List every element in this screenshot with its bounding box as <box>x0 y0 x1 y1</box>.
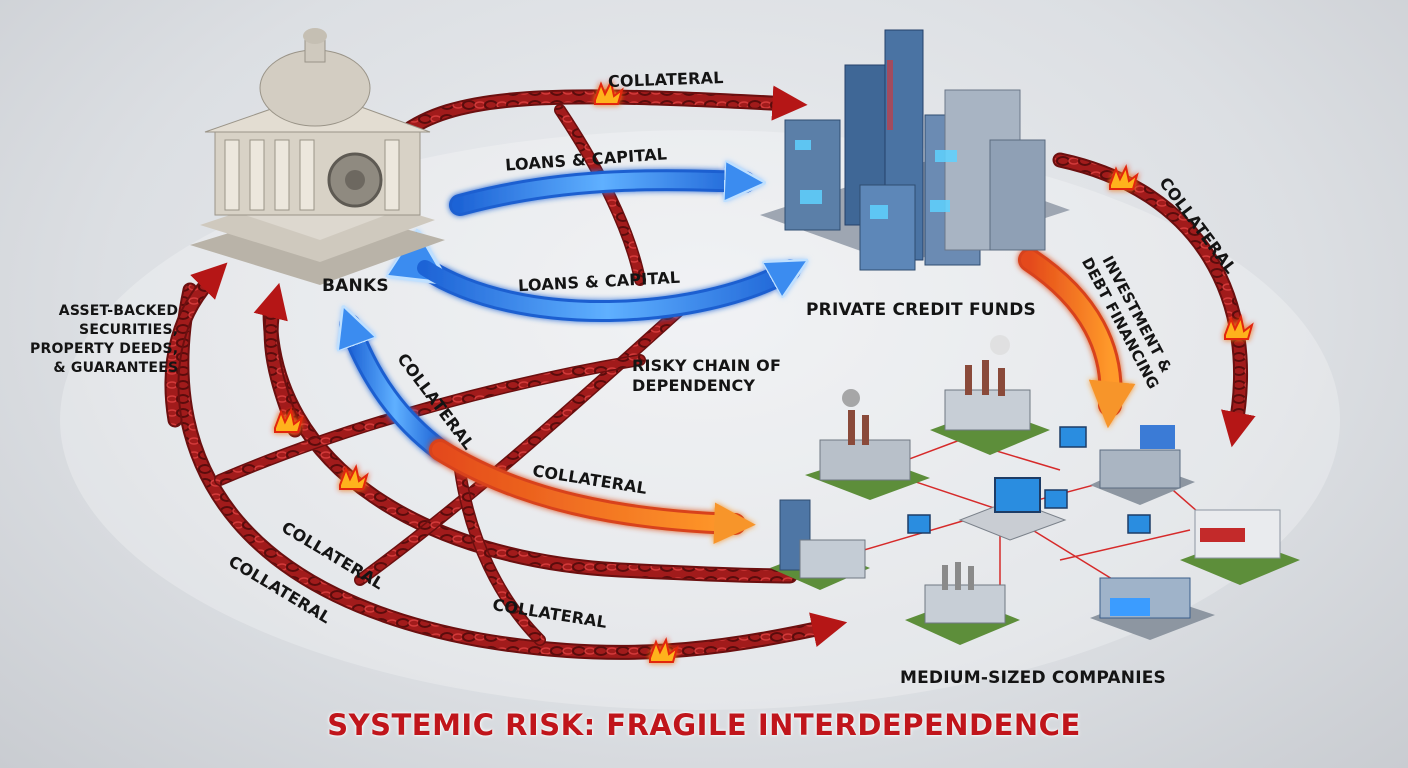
collateral-chains <box>164 85 1256 660</box>
stress-burst-icons <box>274 79 1254 663</box>
banks-label: BANKS <box>322 276 389 296</box>
monitor-icon <box>1044 489 1068 509</box>
factory-icon <box>930 335 1050 455</box>
asset-backed-label: ASSET-BACKED SECURITIES, PROPERTY DEEDS,… <box>30 303 179 376</box>
investment-arrows <box>429 248 1136 545</box>
laptop-icon <box>958 477 1067 541</box>
factory-icon <box>805 389 930 500</box>
monitor-icon <box>1059 426 1087 448</box>
fire-burst-icon <box>1109 164 1139 190</box>
fire-burst-icon <box>274 407 304 433</box>
fire-burst-icon <box>649 637 679 663</box>
office-icon <box>1090 425 1195 505</box>
office-icon <box>770 499 870 590</box>
bank-building-icon <box>190 28 445 285</box>
store-icon <box>1090 577 1215 640</box>
factory-icon <box>905 562 1020 645</box>
fire-burst-icon <box>594 79 624 105</box>
diagram-title: SYSTEMIC RISK: FRAGILE INTERDEPENDENCE <box>327 708 1081 742</box>
loan-arrows <box>350 180 790 461</box>
risky-chain-label: RISKY CHAIN OF DEPENDENCY <box>632 356 782 395</box>
fire-burst-icon <box>1224 314 1254 340</box>
monitor-icon <box>907 514 931 534</box>
fire-burst-icon <box>339 464 369 490</box>
medium-sized-companies-label: MEDIUM-SIZED COMPANIES <box>900 668 1166 688</box>
private-credit-funds-label: PRIVATE CREDIT FUNDS <box>806 300 1036 320</box>
collateral-label-top: COLLATERAL <box>607 67 724 92</box>
city-skyline-icon <box>760 29 1070 271</box>
monitor-icon <box>1127 514 1151 534</box>
store-icon <box>1180 509 1300 585</box>
companies-network-icon <box>770 335 1300 645</box>
